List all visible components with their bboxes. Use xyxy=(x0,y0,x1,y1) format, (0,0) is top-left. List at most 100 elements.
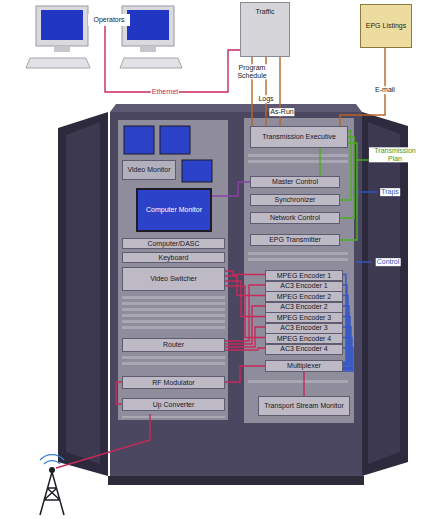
rack-slot xyxy=(122,326,225,329)
encoder-unit: MPEG Encoder 1 xyxy=(265,270,343,281)
cable-connector xyxy=(319,148,320,176)
connector-label: Ethernet xyxy=(151,88,179,96)
rack-unit: EPG Transmitter xyxy=(250,234,340,246)
cable-connector xyxy=(212,182,250,196)
encoder-unit: AC3 Encoder 4 xyxy=(265,344,343,355)
rack-slot xyxy=(248,160,348,163)
traffic-computer: Traffic xyxy=(240,2,290,57)
keyboard-symbol xyxy=(26,58,90,68)
node-label: Multiplexer xyxy=(287,362,321,370)
node-label: Computer/DASC xyxy=(147,240,199,248)
rack-unit: Synchronizer xyxy=(250,194,340,206)
rack-slot xyxy=(248,252,348,255)
node-label: Operators xyxy=(93,16,124,24)
rack-panel xyxy=(244,118,354,423)
rack-slot xyxy=(122,314,225,317)
computer-screen: Computer Monitor xyxy=(136,188,212,232)
encoder-unit: MPEG Encoder 2 xyxy=(265,291,343,302)
cable-connector xyxy=(225,271,265,275)
monitor-screen xyxy=(41,10,83,40)
node-label: Transport Stream Monitor xyxy=(264,402,344,410)
monitor-stand xyxy=(140,46,156,52)
video-screen xyxy=(160,126,190,154)
rack-slot xyxy=(122,362,225,365)
rack-unit: Video Switcher xyxy=(122,267,225,291)
signal-wire xyxy=(356,191,377,192)
signal-label: Transmission Plan xyxy=(369,147,421,162)
monitor-unit: Video Monitor xyxy=(122,160,176,180)
monitor-screen xyxy=(127,10,169,40)
door-panel xyxy=(368,122,400,464)
rack-unit: Multiplexer xyxy=(265,360,343,372)
cabinet-door xyxy=(58,112,108,476)
node-label: Synchronizer xyxy=(275,196,316,204)
node-label: AC3 Encoder 3 xyxy=(280,324,327,332)
encoder-unit: MPEG Encoder 4 xyxy=(265,333,343,344)
connector-label: As-Run xyxy=(269,108,294,116)
listings-book: EPG Listings xyxy=(360,4,412,48)
door-panel xyxy=(66,122,100,464)
node-label: Computer Monitor xyxy=(146,206,202,214)
encoder-unit: AC3 Encoder 2 xyxy=(265,302,343,313)
rack-unit: Network Control xyxy=(250,212,340,224)
cable-connector xyxy=(225,366,265,382)
node-label: RF Modulator xyxy=(152,379,194,387)
rack-panel xyxy=(118,120,228,420)
encoder-unit: AC3 Encoder 1 xyxy=(265,281,343,292)
node-label: Transmission Executive xyxy=(262,133,336,141)
node-label: AC3 Encoder 1 xyxy=(280,282,327,290)
node-label: Network Control xyxy=(270,214,320,222)
keyboard-symbol xyxy=(120,58,182,68)
connector-label: Program Schedule xyxy=(231,64,273,79)
rack-unit: Up Converter xyxy=(122,398,225,411)
node-label: AC3 Encoder 4 xyxy=(280,345,327,353)
rack-slot xyxy=(122,302,225,305)
node-label: Video Monitor xyxy=(127,166,170,174)
monitor-stand xyxy=(54,46,70,52)
cable-connector xyxy=(105,26,240,92)
cable-connector xyxy=(343,317,350,368)
node-label: MPEG Encoder 3 xyxy=(277,314,331,322)
cable-connector xyxy=(225,348,265,350)
rack-slot xyxy=(248,154,348,157)
node-label: Video Switcher xyxy=(150,275,197,283)
signal-label: Traps xyxy=(380,188,400,196)
video-screen xyxy=(124,126,154,154)
node-label: Master Control xyxy=(272,178,318,186)
cable-connector xyxy=(340,143,357,240)
rack-unit: Transport Stream Monitor xyxy=(258,396,350,416)
cable-connector xyxy=(340,137,354,218)
operator-monitor xyxy=(122,6,174,46)
antenna-tower xyxy=(40,455,64,515)
encoder-unit: AC3 Encoder 3 xyxy=(265,323,343,334)
cable-connector xyxy=(225,327,265,347)
rack-unit: Transmission Executive xyxy=(250,126,348,148)
rack-unit: Master Control xyxy=(250,176,340,188)
connector-label: Logs xyxy=(257,95,274,103)
video-screen xyxy=(182,160,212,182)
node-label: Up Converter xyxy=(153,401,195,409)
rack-slot xyxy=(248,380,348,383)
rack-slot xyxy=(248,258,348,261)
cabinet-base xyxy=(108,476,364,485)
operator-monitor xyxy=(36,6,88,46)
node-label: Traffic xyxy=(255,8,274,16)
rack-slot xyxy=(122,356,225,359)
cabinet-body xyxy=(110,112,236,476)
cable-connector xyxy=(225,306,265,344)
uplink-wire xyxy=(56,414,150,468)
cable-connector xyxy=(343,348,353,371)
node-label: EPG Listings xyxy=(366,22,406,30)
cable-connector xyxy=(343,275,346,363)
node-label: MPEG Encoder 2 xyxy=(277,293,331,301)
rack-unit: Keyboard xyxy=(122,252,225,263)
rack-slot xyxy=(122,308,225,311)
cabinet-top xyxy=(110,104,362,112)
node-label: Router xyxy=(163,341,184,349)
cable-connector xyxy=(343,285,347,363)
connector-label: E-mail xyxy=(374,86,396,94)
cable-connector xyxy=(225,285,265,341)
cable-connector xyxy=(343,338,352,370)
node-label: MPEG Encoder 4 xyxy=(277,335,331,343)
cable-connector xyxy=(225,286,265,338)
